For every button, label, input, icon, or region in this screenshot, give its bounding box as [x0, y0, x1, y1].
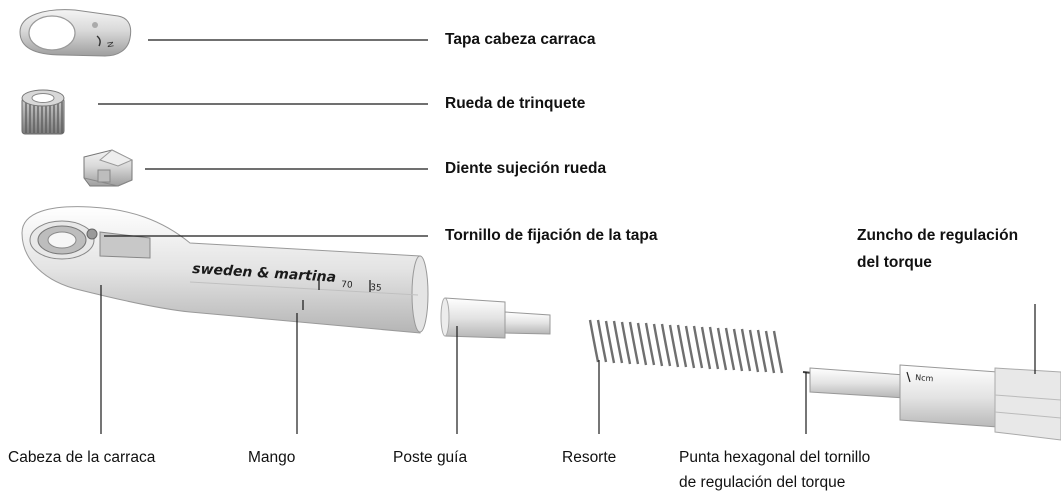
scale-mark-35: 35 [370, 283, 382, 294]
label-hex-line1: Punta hexagonal del tornillo [679, 449, 871, 466]
ratchet-body [21, 206, 429, 334]
label-head: Cabeza de la carraca [8, 449, 156, 466]
ncm-marking: Ncm [915, 373, 934, 383]
label-handle: Mango [248, 449, 296, 466]
label-cap: Tapa cabeza carraca [445, 31, 596, 48]
label-tooth: Diente sujeción rueda [445, 160, 607, 177]
label-spring: Resorte [562, 449, 617, 466]
label-band-line2: del torque [857, 254, 932, 271]
label-post: Poste guía [393, 449, 468, 466]
label-screw: Tornillo de fijación de la tapa [445, 227, 658, 244]
spring [588, 319, 784, 374]
wheel-holding-tooth [83, 149, 134, 187]
label-hex-line2: de regulación del torque [679, 474, 846, 491]
label-band-line1: Zuncho de regulación [857, 227, 1019, 244]
leader-lines [98, 39, 1036, 434]
ratchet-head-cap: N [19, 9, 132, 57]
torque-adjust-screw [802, 364, 1061, 441]
ratchet-wheel [21, 89, 65, 135]
svg-text:N: N [105, 41, 115, 48]
label-wheel: Rueda de trinquete [445, 95, 586, 112]
scale-mark-70: 70 [341, 280, 353, 291]
guide-post [440, 297, 551, 339]
